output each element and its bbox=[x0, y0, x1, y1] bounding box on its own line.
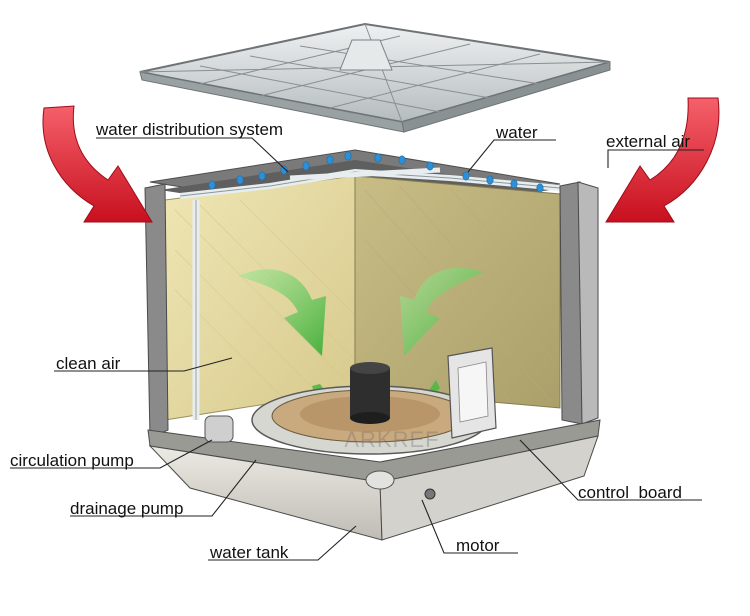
left-cooling-pad bbox=[164, 175, 356, 421]
label-motor: motor bbox=[456, 536, 500, 555]
corner-posts bbox=[144, 181, 599, 439]
water-tank-base bbox=[147, 415, 601, 541]
label-water: water bbox=[496, 123, 538, 142]
label-water-tank: water tank bbox=[210, 543, 289, 562]
control-board-box bbox=[447, 347, 497, 439]
water-drops bbox=[208, 151, 544, 193]
label-circulation-pump: circulation pump bbox=[10, 451, 134, 470]
watermark: ARKREF bbox=[344, 427, 439, 452]
fan-motor-assembly bbox=[251, 362, 489, 455]
label-drainage-pump: drainage pump bbox=[70, 499, 184, 518]
top-lid bbox=[139, 22, 611, 133]
label-clean-air: clean air bbox=[56, 354, 121, 373]
external-air-arrows bbox=[42, 97, 720, 223]
leader-lines bbox=[10, 137, 704, 561]
label-water-distribution-system: water distribution system bbox=[96, 120, 284, 139]
label-external-air: external air bbox=[606, 132, 691, 151]
label-control-board: control board bbox=[578, 483, 682, 502]
